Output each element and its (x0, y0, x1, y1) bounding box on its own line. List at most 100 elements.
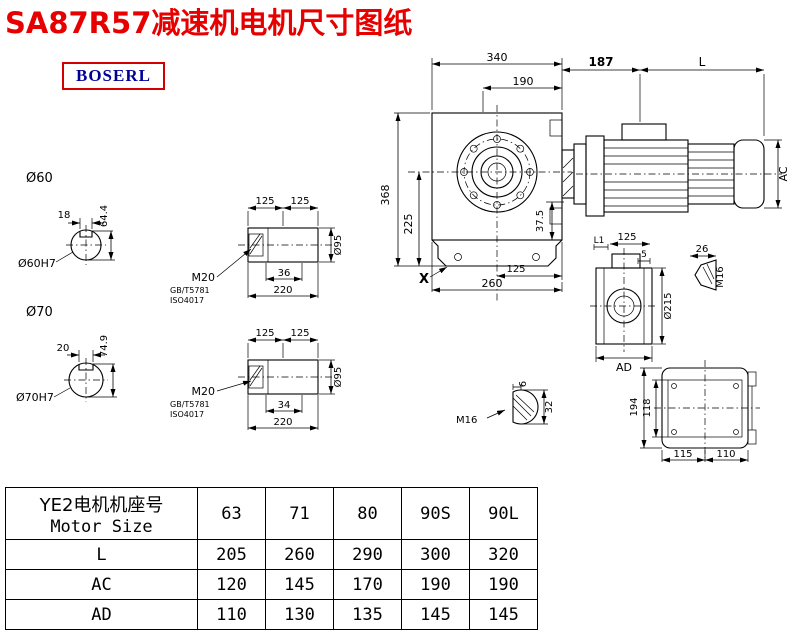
table-header-size-90l: 90L (469, 487, 538, 540)
table-header-size-71: 71 (265, 487, 334, 540)
table-header-motor-size: YE2电机机座号 Motor Size (5, 487, 198, 540)
dim-dia70h7-label: Ø70H7 (16, 391, 54, 404)
dim-dia215-label: Ø215 (662, 293, 674, 320)
dim-6-label: 6 (518, 381, 529, 387)
dim-187-label: 187 (588, 55, 613, 69)
dim-125-label: 125 (506, 264, 525, 275)
dim-74-9-label: 74.9 (99, 335, 110, 357)
shaft70-keyway (78, 364, 94, 371)
row-label-L: L (5, 539, 198, 570)
cell-L-90l: 320 (469, 539, 538, 570)
dim-26-label: 26 (696, 244, 709, 255)
dim-dia95-label: Ø95 (332, 367, 344, 388)
dim-225-label: 225 (402, 214, 415, 235)
motor-side-view: 187 L AC (561, 55, 790, 217)
table-header-size-80: 80 (333, 487, 402, 540)
shaft70-end-view: Ø70 20 74.9 Ø70H7 (16, 305, 117, 404)
cell-L-90s: 300 (401, 539, 470, 570)
dim-dia60h7-label: Ø60H7 (18, 257, 56, 270)
shaft60-keyway (79, 231, 93, 238)
gearbox-front-view: 340 190 368 225 37.5 125 (379, 51, 572, 302)
motor-body (603, 139, 689, 213)
motor-flange (585, 135, 605, 217)
thread-m20-label: M20 (192, 271, 216, 284)
table-header-size-90s: 90S (401, 487, 470, 540)
dim-118-label: 118 (642, 398, 653, 417)
table-row-AC: AC 120 145 170 190 190 (5, 569, 538, 600)
dim-L1-label: L1 (594, 236, 605, 246)
marker-x-label: X (419, 272, 429, 287)
dim-125a-label: 125 (255, 328, 274, 339)
dim-64-4-label: 64.4 (99, 205, 110, 227)
dim-34-label: 34 (278, 400, 291, 411)
shaft60-end-view: Ø60 18 64.4 Ø60H7 (18, 171, 115, 270)
terminal-box (621, 123, 667, 141)
dim-20-label: 20 (57, 343, 70, 354)
motor-rear-fins (688, 151, 734, 197)
dim-125-label: 125 (617, 232, 636, 243)
dim-340-label: 340 (487, 51, 508, 64)
page-title: SA87R57减速机电机尺寸图纸 (5, 6, 413, 40)
row-label-AD: AD (5, 599, 198, 630)
gearbox-side-view: L1 125 5 Ø215 AD (590, 232, 674, 374)
bolt-holes (460, 135, 534, 209)
dim-5-label: 5 (641, 250, 647, 260)
motor-fins (604, 147, 688, 207)
dim-36-label: 36 (278, 268, 291, 279)
dim-220-label: 220 (273, 417, 292, 428)
dim-37-5-label: 37.5 (535, 210, 546, 232)
dim-125b-label: 125 (290, 328, 309, 339)
dim-260-label: 260 (482, 277, 503, 290)
std-iso-label: ISO4017 (170, 410, 204, 419)
cell-AD-90l: 145 (469, 599, 538, 630)
cell-AD-63: 110 (197, 599, 266, 630)
dim-18-label: 18 (58, 210, 71, 221)
shaft-detail-lower: 125 125 M20 GB/T5781 ISO4017 34 220 Ø95 (170, 328, 344, 431)
cell-AD-80: 135 (333, 599, 402, 630)
dim-125a-label: 125 (255, 196, 274, 207)
cell-AD-71: 130 (265, 599, 334, 630)
dim-AC-label: AC (777, 166, 790, 181)
motor-rear-view: 194 118 115 110 (629, 360, 760, 463)
shaft70-dims: 20 74.9 Ø70H7 (16, 335, 117, 404)
dim-115-label: 115 (673, 449, 692, 460)
dim-194-label: 194 (629, 397, 640, 416)
cell-AC-90l: 190 (469, 569, 538, 600)
cell-AC-90s: 190 (401, 569, 470, 600)
breather-plug-view: 26 M16 (690, 244, 726, 291)
dim-dia70-label: Ø70 (26, 305, 53, 320)
table-header-line1: YE2电机机座号 (39, 494, 164, 516)
cell-AD-90s: 145 (401, 599, 470, 630)
dim-32-label: 32 (544, 401, 555, 414)
fan-cover (733, 139, 765, 209)
dim-L-label: L (699, 55, 706, 69)
row-label-AC: AC (5, 569, 198, 600)
dim-368-label: 368 (379, 185, 392, 206)
motor-size-table: YE2电机机座号 Motor Size 63 71 80 90S 90L L 2… (5, 487, 538, 630)
cell-AC-80: 170 (333, 569, 402, 600)
std-gb-label: GB/T5781 (170, 400, 210, 409)
brand-logo: BOSERL (62, 62, 165, 90)
dim-AD-label: AD (616, 361, 632, 374)
table-header-line2: Motor Size (50, 516, 153, 537)
cell-L-80: 290 (333, 539, 402, 570)
thread-m20-label: M20 (192, 385, 216, 398)
technical-drawing: Ø60 18 64.4 Ø60H7 Ø70 2 (16, 51, 790, 463)
dim-190-label: 190 (513, 75, 534, 88)
dim-110-label: 110 (716, 449, 735, 460)
shaft60-dims: 18 64.4 Ø60H7 (18, 205, 115, 270)
table-row-AD: AD 110 130 135 145 145 (5, 599, 538, 630)
table-row-L: L 205 260 290 300 320 (5, 539, 538, 570)
cell-AC-63: 120 (197, 569, 266, 600)
dim-dia95-label: Ø95 (332, 235, 344, 256)
cell-L-63: 205 (197, 539, 266, 570)
std-iso-label: ISO4017 (170, 296, 204, 305)
thread-m16-label: M16 (456, 415, 477, 426)
plug-cone (694, 259, 717, 291)
dim-125b-label: 125 (290, 196, 309, 207)
thread-m16-label: M16 (715, 266, 726, 287)
table-header-size-63: 63 (197, 487, 266, 540)
dim-220-label: 220 (273, 285, 292, 296)
cell-AC-71: 145 (265, 569, 334, 600)
gearbox-lower-housing (431, 239, 563, 267)
